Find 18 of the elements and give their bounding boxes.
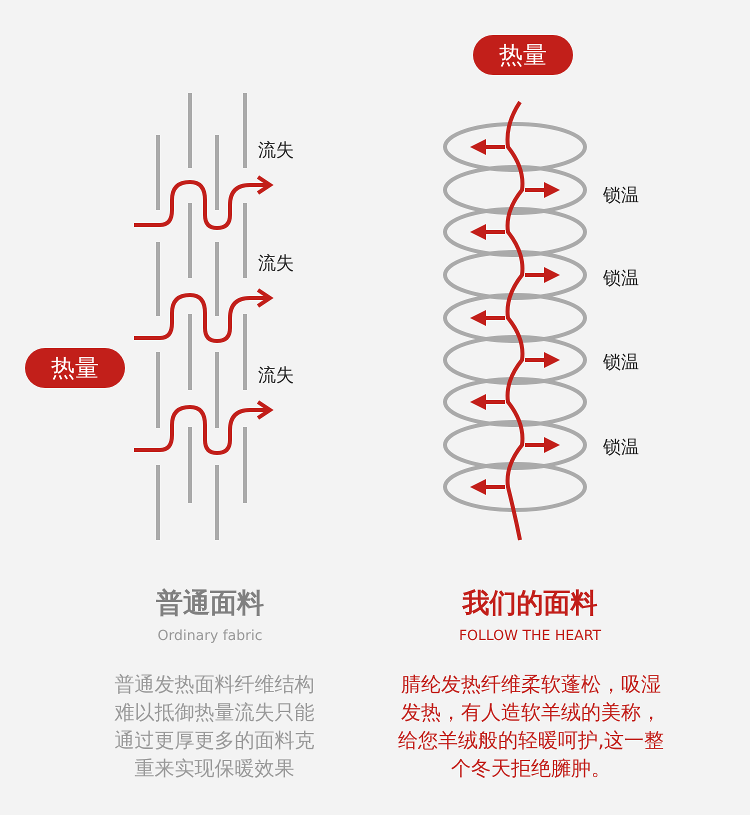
heat-lock-label: 锁温: [603, 436, 639, 459]
column-subheading: FOLLOW THE HEART: [458, 628, 602, 644]
column-heading: 普通面料: [155, 587, 265, 621]
heat-pill-label: 热量: [473, 35, 573, 75]
heat-pill-label: 热量: [25, 348, 125, 388]
heat-lock-label: 锁温: [603, 351, 639, 374]
description-text: 腈纶发热纤维柔软蓬松，吸湿发热，有人造软羊绒的美称，给您羊绒般的轻暖呵护,这一整个冬天拒绝臃肿。: [396, 671, 666, 782]
heat-flow-arrow: [134, 288, 272, 343]
description-text: 普通发热面料纤维结构难以抵御热量流失只能通过更厚更多的面料克重来实现保暖效果: [114, 671, 316, 782]
heat-flow-arrow: [134, 175, 272, 230]
heat-loss-label: 流失: [258, 363, 294, 387]
heat-loss-label: 流失: [258, 251, 294, 275]
heat-lock-label: 锁温: [603, 267, 639, 290]
heat-flow-arrow: [134, 400, 272, 455]
column-subheading: Ordinary fabric: [156, 628, 264, 644]
heat-loss-label: 流失: [258, 138, 294, 162]
column-heading: 我们的面料: [461, 587, 598, 621]
heat-lock-label: 锁温: [603, 184, 639, 207]
